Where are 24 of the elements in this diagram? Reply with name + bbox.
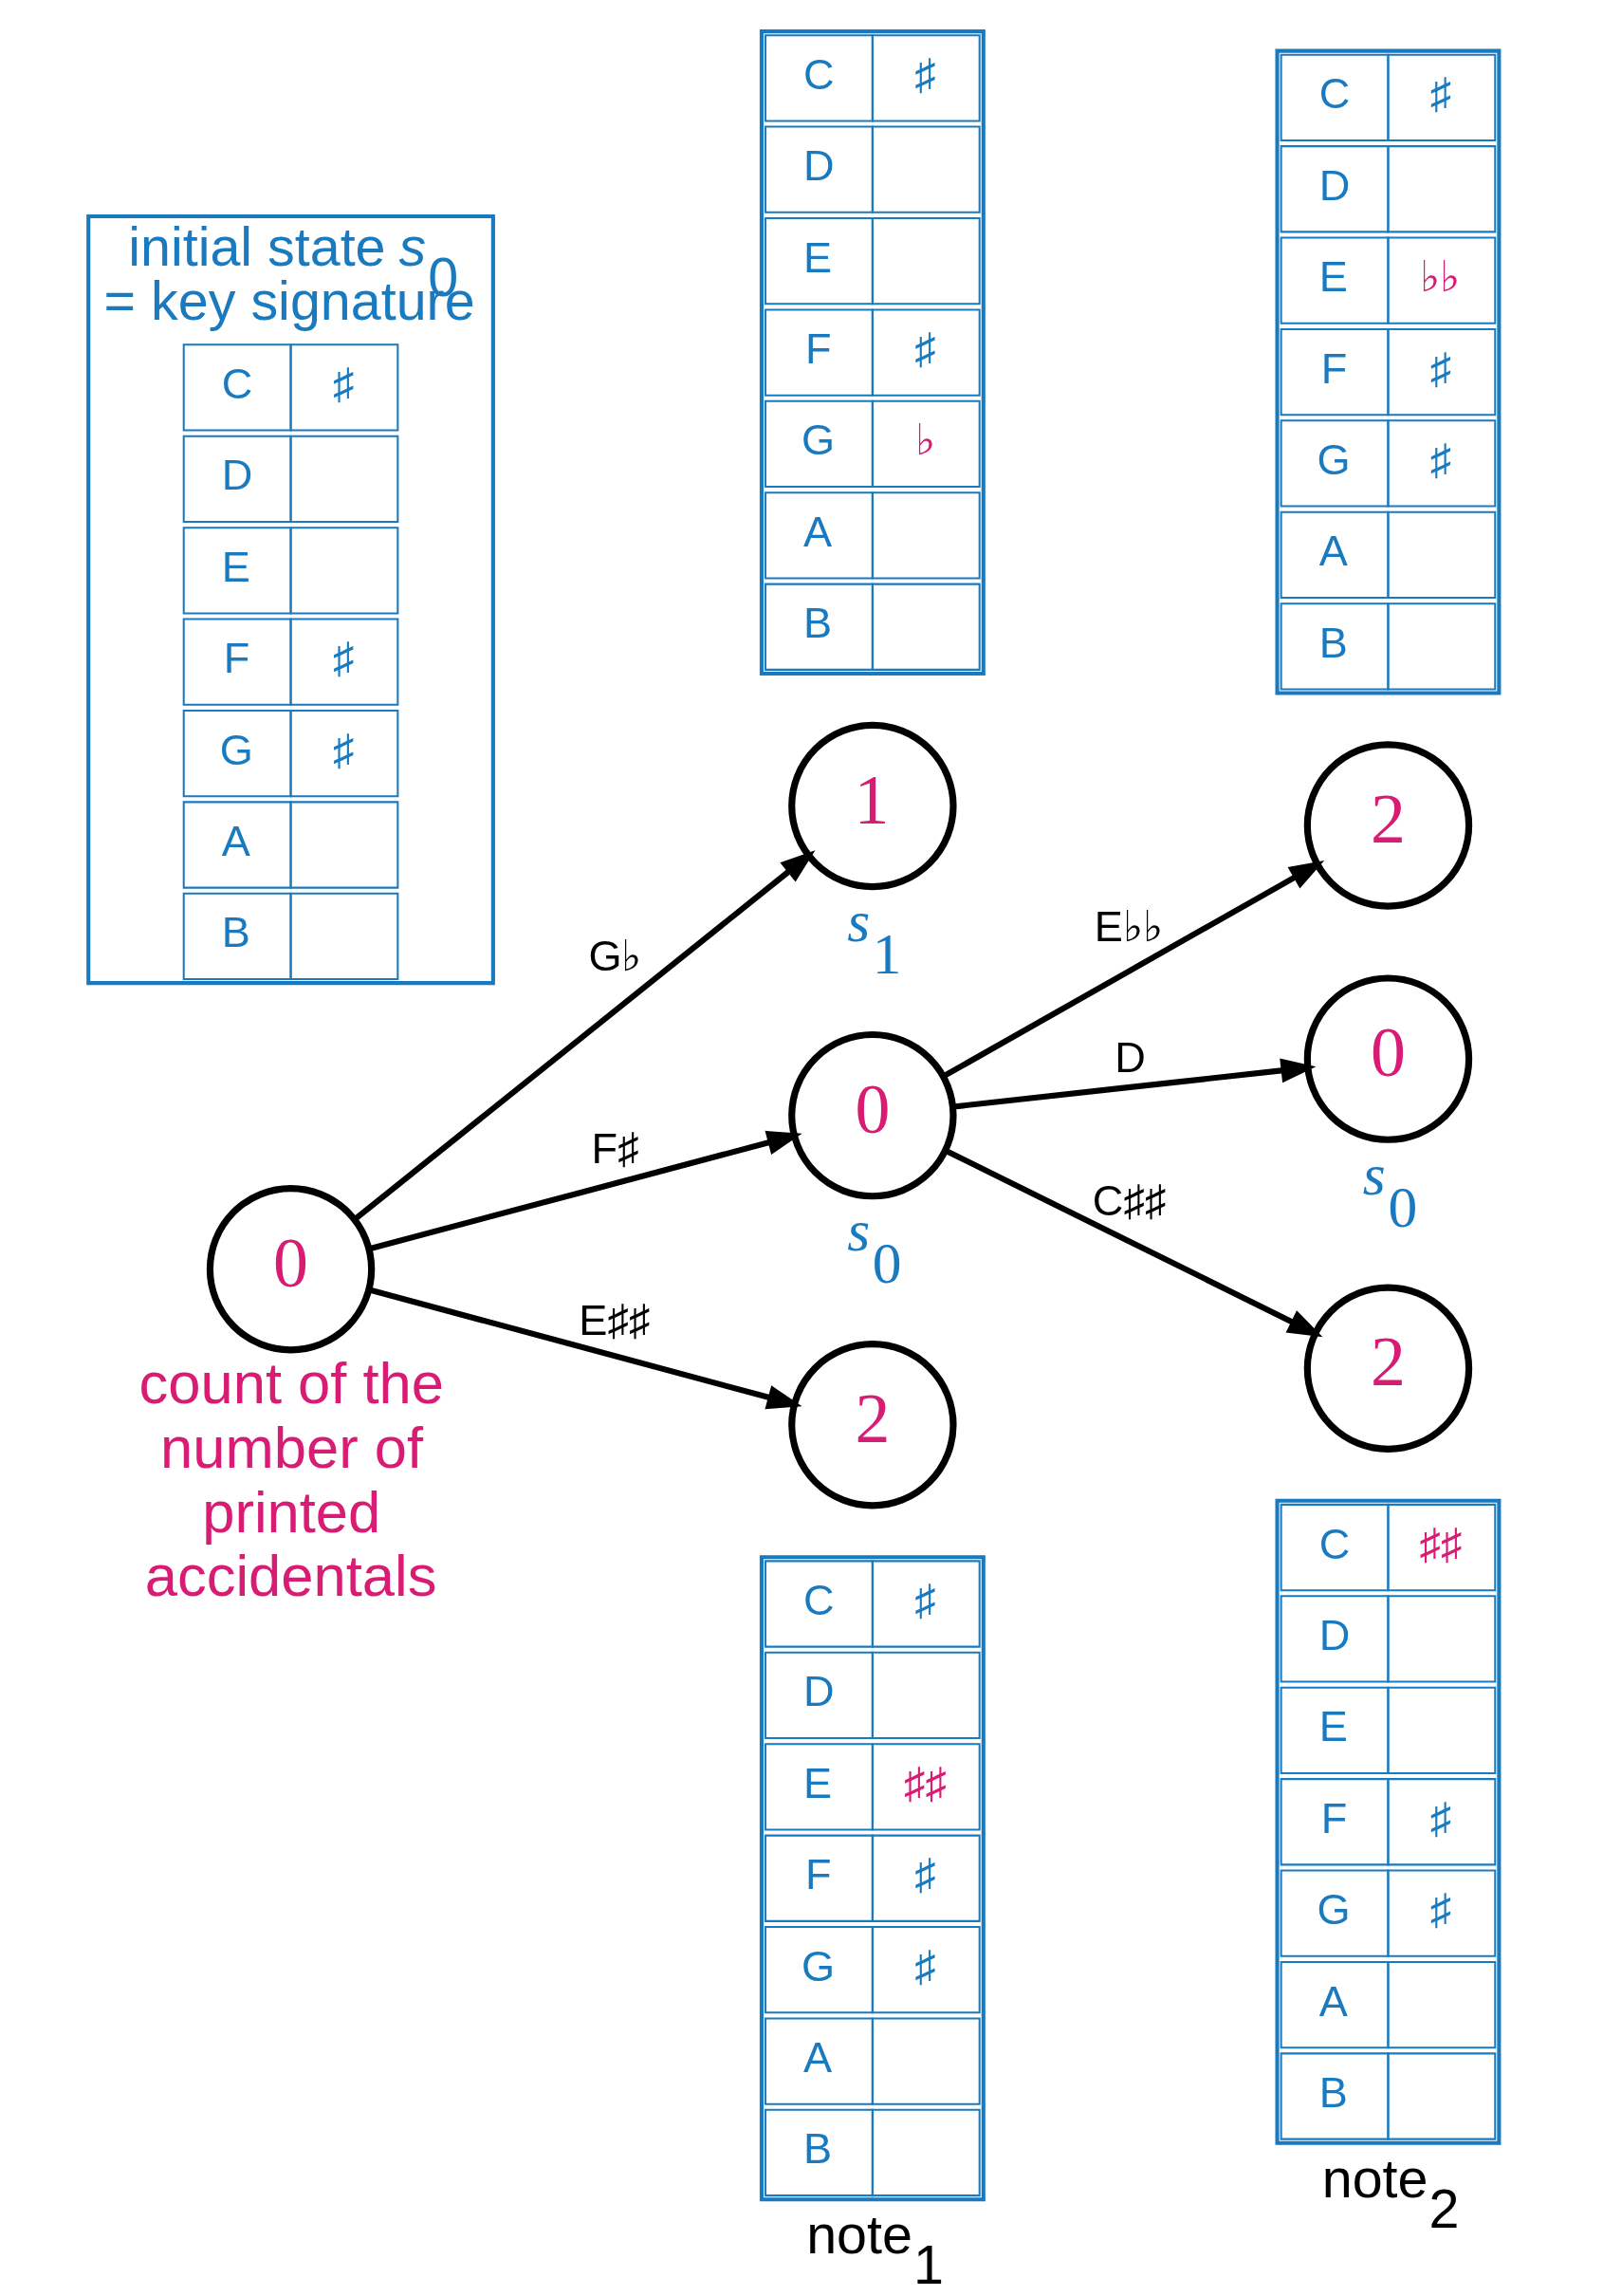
arrow [352, 850, 816, 1222]
edge-label: E♭♭ [1094, 902, 1163, 952]
node-circle: 0 [788, 1030, 957, 1200]
node-circle: 2 [1303, 741, 1473, 910]
cluster [759, 29, 986, 676]
edge-label: C♯♯ [1092, 1176, 1167, 1226]
edge-label: F♯ [591, 1124, 639, 1174]
arrow [942, 860, 1325, 1080]
node-circle: 1 [788, 721, 957, 891]
cluster [1275, 48, 1502, 695]
edge-label: G♭ [588, 932, 642, 981]
arrow [368, 1130, 802, 1252]
edge-label: E♯♯ [579, 1295, 651, 1344]
node-circle: 2 [1303, 1284, 1473, 1454]
cluster [1275, 1498, 1502, 2145]
node-circle: 0 [206, 1184, 376, 1354]
arrow [944, 1147, 1323, 1338]
node-circle: 2 [788, 1341, 957, 1509]
edge-label: D [1115, 1032, 1146, 1082]
arrow [952, 1058, 1317, 1110]
node-circle: 0 [1303, 974, 1473, 1143]
cluster [759, 1555, 986, 2202]
arrow [368, 1287, 802, 1410]
cluster [86, 213, 495, 986]
